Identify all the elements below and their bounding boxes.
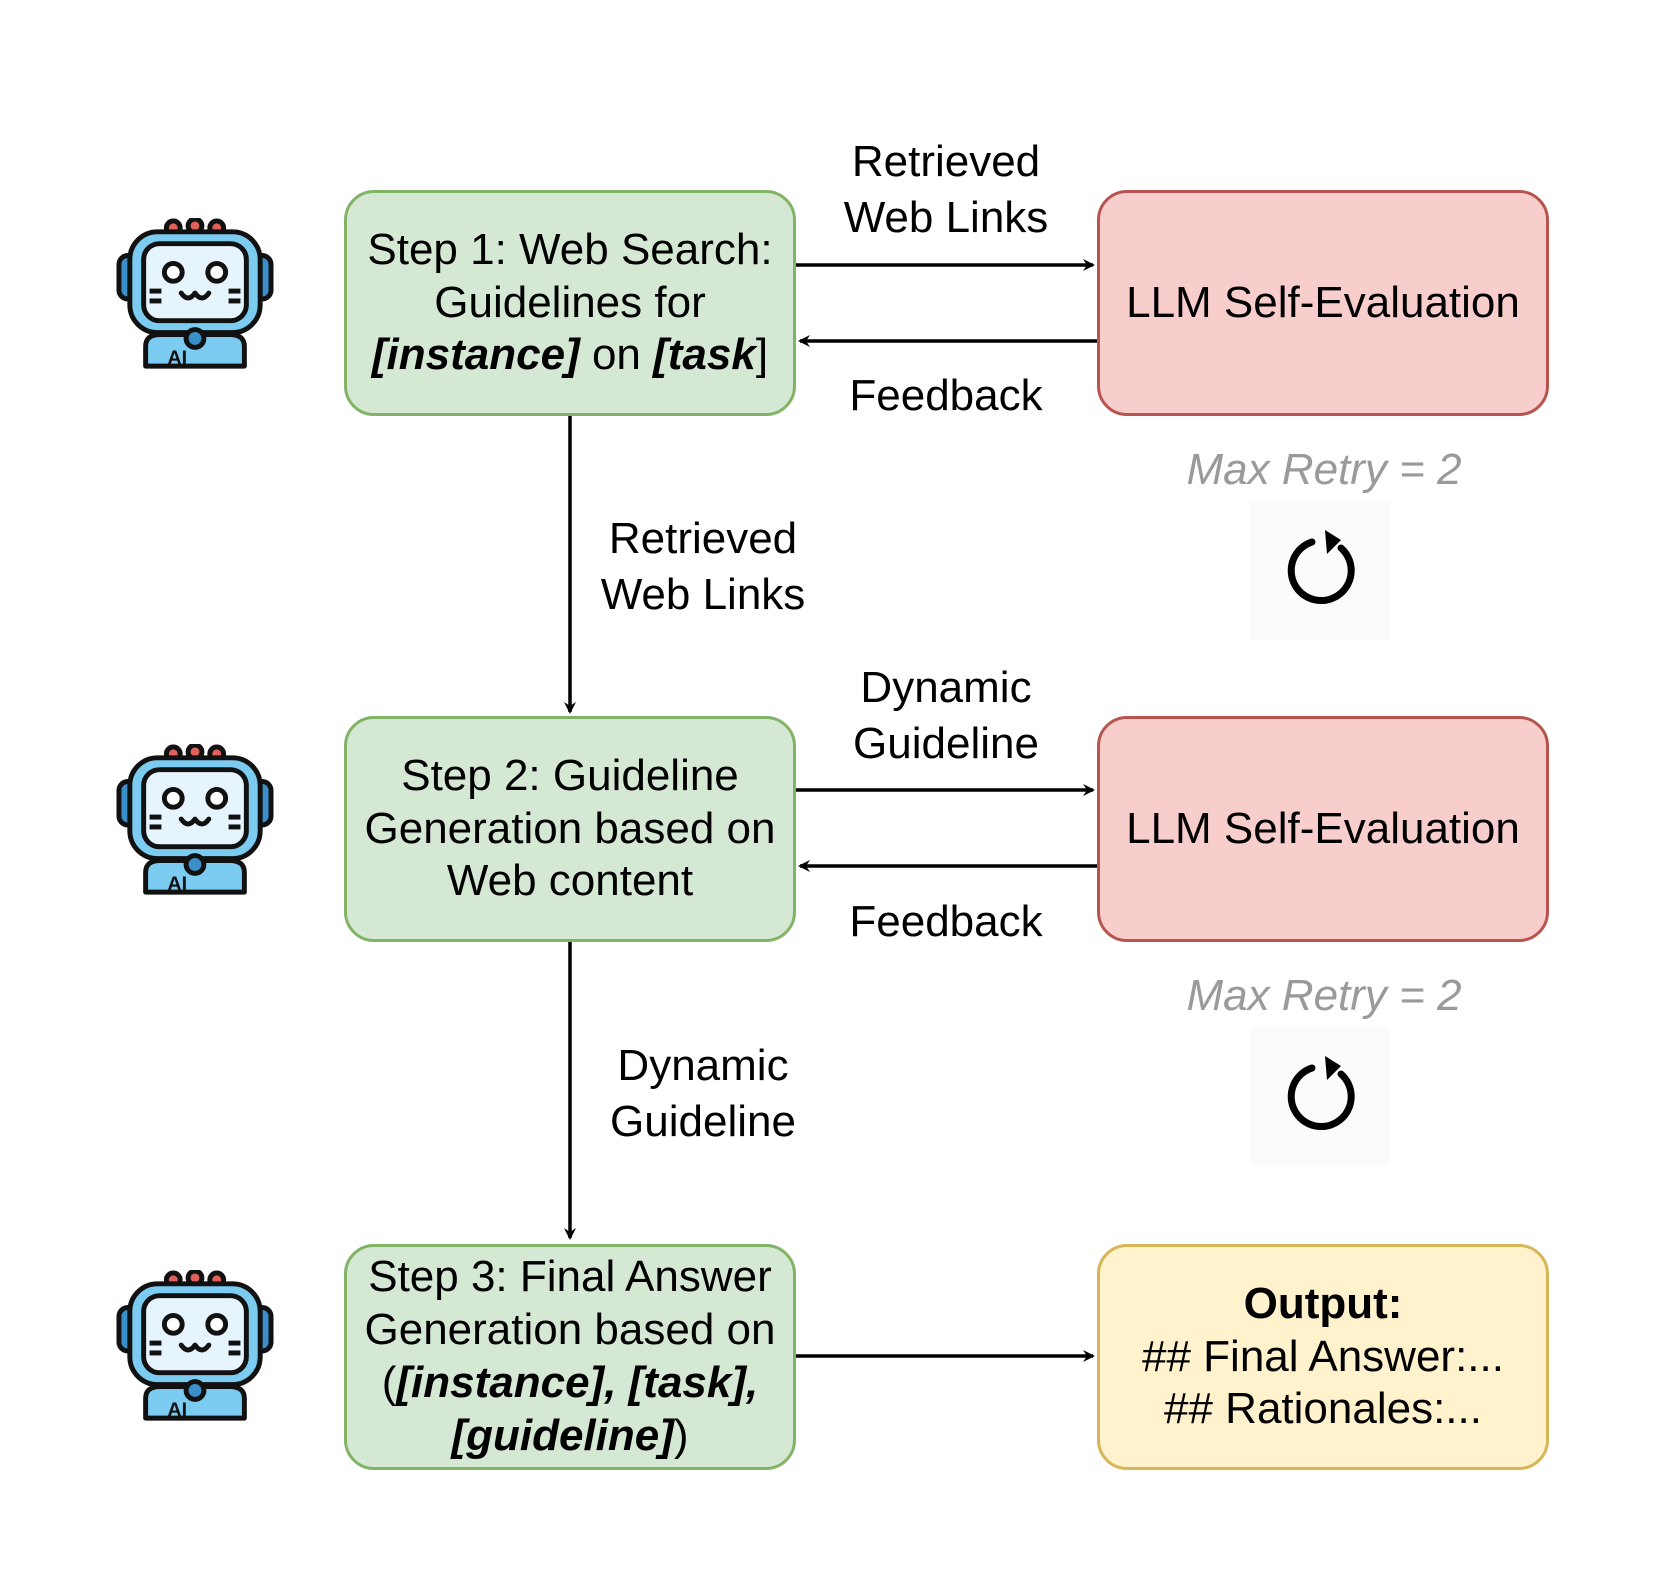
step1-line2: Guidelines for bbox=[434, 277, 706, 327]
step3-paren-close: ) bbox=[673, 1410, 689, 1460]
robot-icon: AI bbox=[116, 744, 274, 895]
step3-instance-task: [instance], [task], bbox=[396, 1358, 759, 1407]
max-retry-label-2: Max Retry = 2 bbox=[1186, 971, 1462, 1020]
step1-task-close: ] bbox=[755, 330, 769, 380]
edge-label-retrieved-links-down: Retrieved Web Links bbox=[578, 511, 828, 623]
edge-label-retrieved-links-top: Retrieved Web Links bbox=[796, 134, 1096, 246]
step1-line1: Step 1: Web Search: bbox=[367, 224, 773, 274]
edge-label-line: Dynamic bbox=[617, 1041, 789, 1090]
robot-badge: AI bbox=[167, 1399, 187, 1421]
edge-label-line: Web Links bbox=[843, 193, 1049, 242]
self-evaluation-label-2: LLM Self-Evaluation bbox=[1126, 803, 1520, 853]
step1-task: [task bbox=[653, 330, 756, 380]
self-evaluation-box-2: LLM Self-Evaluation bbox=[1097, 716, 1549, 942]
self-evaluation-box-1: LLM Self-Evaluation bbox=[1097, 190, 1549, 416]
output-title: Output: bbox=[1243, 1278, 1403, 1328]
step3-line1: Step 3: Final Answer bbox=[368, 1252, 772, 1302]
edge-label-dynamic-guideline-right: Dynamic Guideline bbox=[796, 660, 1096, 772]
step1-on: on bbox=[579, 330, 654, 380]
edge-label-line: Web Links bbox=[600, 570, 806, 619]
step2-box: Step 2: Guideline Generation based on We… bbox=[344, 716, 796, 942]
output-box: Output: ## Final Answer:... ## Rationale… bbox=[1097, 1244, 1549, 1470]
step2-line3: Web content bbox=[446, 856, 694, 906]
step2-line2: Generation based on bbox=[364, 803, 776, 853]
step3-line2: Generation based on bbox=[364, 1305, 776, 1355]
refresh-loop-icon bbox=[1250, 500, 1390, 640]
self-evaluation-label-1: LLM Self-Evaluation bbox=[1126, 277, 1520, 327]
robot-icon: AI bbox=[116, 218, 274, 369]
edge-label-feedback-1: Feedback bbox=[849, 371, 1043, 420]
edge-label-line: Retrieved bbox=[851, 137, 1041, 186]
step1-instance: [instance] bbox=[371, 330, 580, 380]
edge-label-line: Guideline bbox=[853, 719, 1039, 768]
step3-paren-open: ( bbox=[381, 1358, 397, 1407]
step1-box: Step 1: Web Search: Guidelines for [inst… bbox=[344, 190, 796, 416]
step1-line3: [instance] on [task] bbox=[347, 329, 793, 382]
step3-line4: [guideline]) bbox=[347, 1410, 793, 1463]
step3-line3: ([instance], [task], bbox=[347, 1357, 793, 1410]
robot-badge: AI bbox=[167, 873, 187, 895]
robot-badge: AI bbox=[167, 347, 187, 369]
step3-guideline: [guideline] bbox=[451, 1410, 674, 1460]
step3-box: Step 3: Final Answer Generation based on… bbox=[344, 1244, 796, 1470]
edge-label-line: Guideline bbox=[610, 1097, 796, 1146]
output-final-answer: ## Final Answer:... bbox=[1142, 1331, 1504, 1381]
max-retry-label-1: Max Retry = 2 bbox=[1186, 445, 1462, 494]
edge-label-dynamic-guideline-down: Dynamic Guideline bbox=[578, 1038, 828, 1150]
refresh-loop-icon bbox=[1250, 1026, 1390, 1166]
output-rationales: ## Rationales:... bbox=[1164, 1384, 1482, 1434]
robot-icon: AI bbox=[116, 1270, 274, 1421]
edge-label-feedback-2: Feedback bbox=[849, 897, 1043, 946]
edge-label-line: Dynamic bbox=[860, 663, 1032, 712]
edge-label-line: Retrieved bbox=[608, 514, 798, 563]
step2-line1: Step 2: Guideline bbox=[401, 750, 739, 800]
